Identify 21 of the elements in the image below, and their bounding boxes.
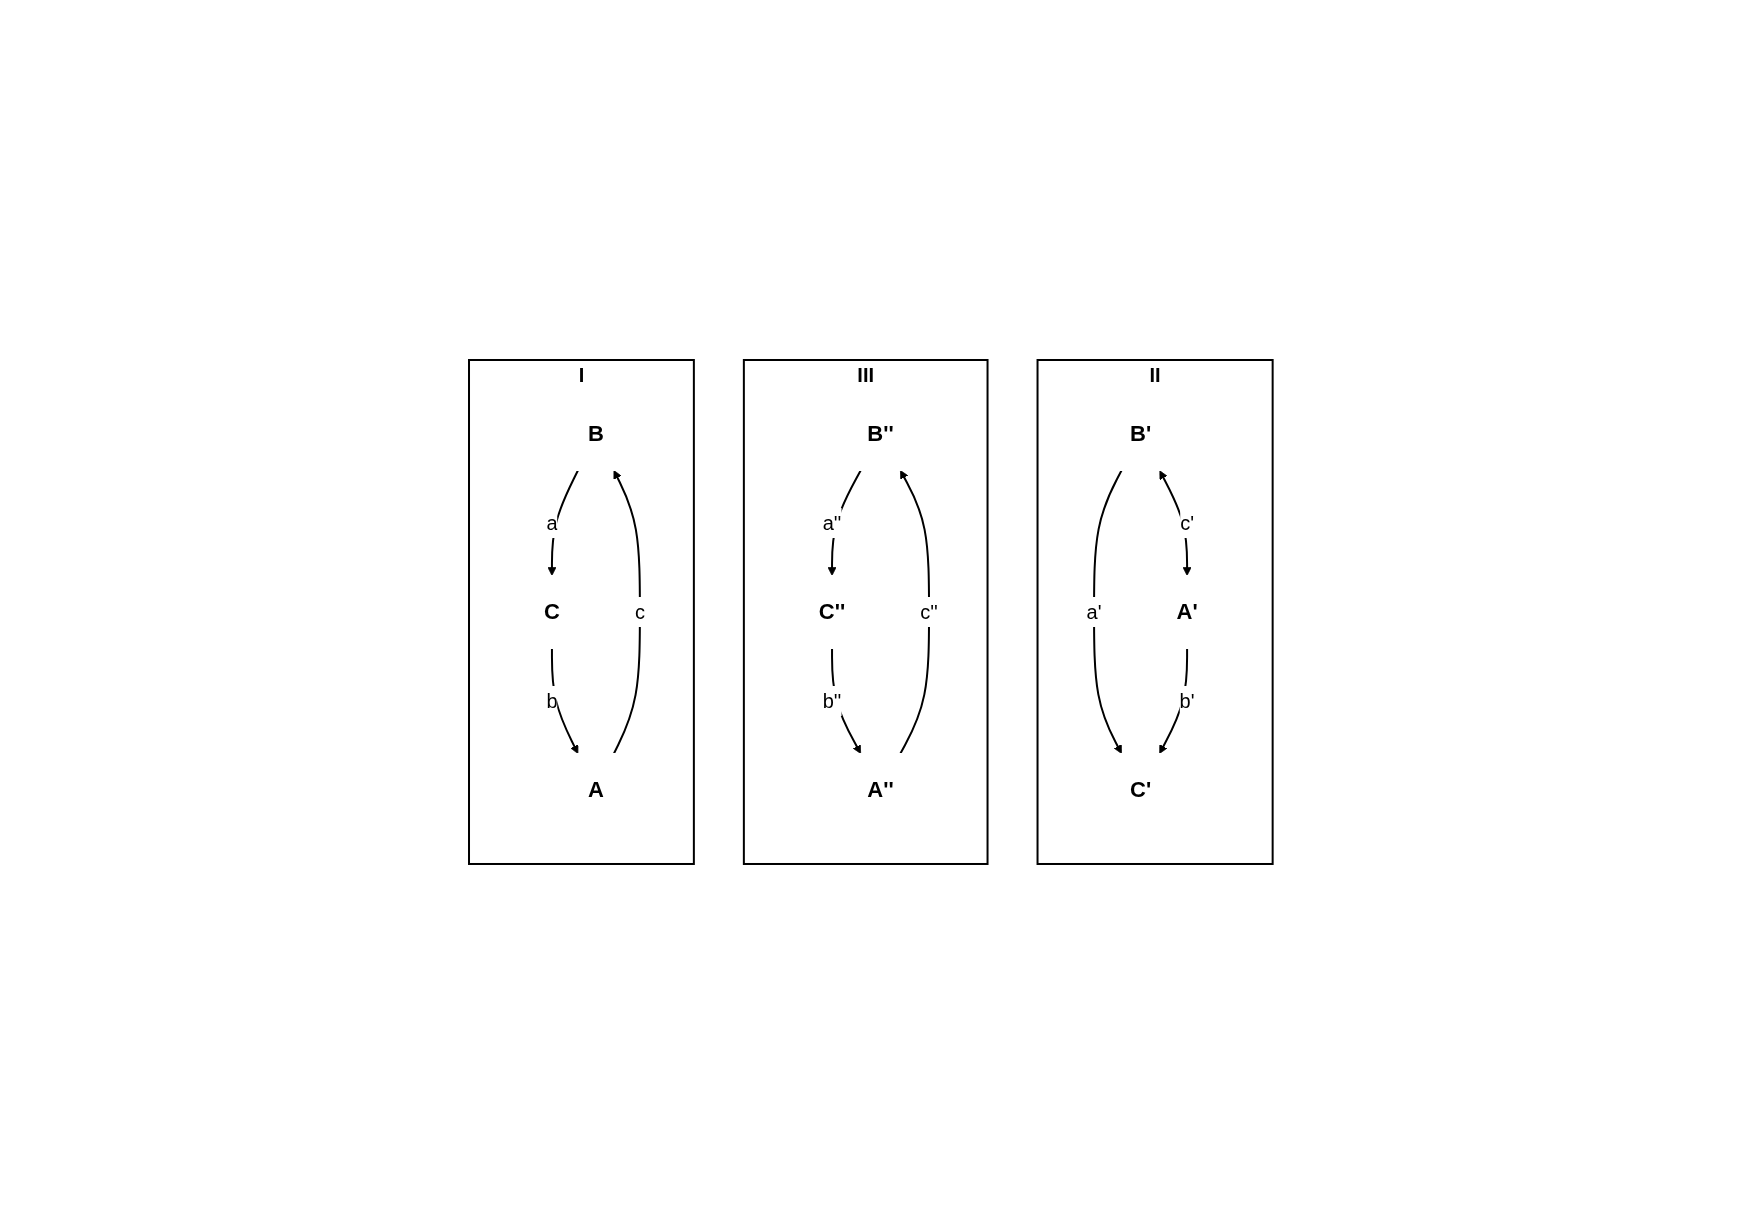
node-text: C'' — [818, 599, 845, 625]
edge-label: a' — [1086, 600, 1102, 623]
edge-label: c'' — [919, 600, 938, 623]
edge-label: b' — [1179, 689, 1195, 712]
node-text: A' — [1176, 599, 1198, 625]
edge-label: a — [546, 512, 558, 534]
edge-label: c' — [1179, 512, 1194, 534]
arrow — [1092, 469, 1123, 754]
node-text: C — [543, 599, 560, 625]
node-text: B — [587, 421, 604, 447]
edge-label: c — [634, 600, 645, 623]
arrow — [612, 470, 641, 755]
edge-label: b — [546, 689, 558, 712]
arrow — [899, 470, 930, 755]
node-text: B'' — [867, 421, 894, 447]
edge-label: a'' — [822, 512, 842, 534]
node-text: A — [587, 777, 604, 803]
node-text: C' — [1129, 777, 1151, 803]
node-text: A'' — [867, 777, 894, 803]
node-text: B' — [1129, 421, 1151, 447]
edge-label: b'' — [822, 689, 842, 712]
